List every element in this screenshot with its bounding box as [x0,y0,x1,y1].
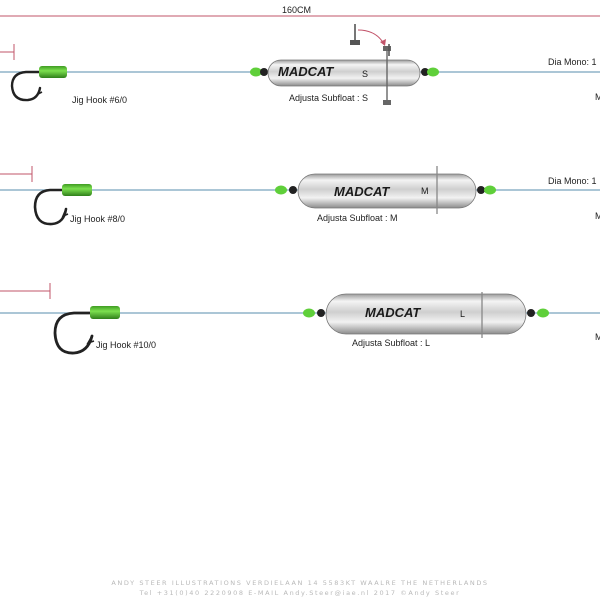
rig-2-hook-barb [61,208,69,218]
rig-1-float-adjuster-foot [383,100,391,105]
rig-3-mono-trail: M [595,332,600,342]
rig-1-bead-right-2 [427,67,439,77]
rig-2-hook-sleeve [62,184,92,196]
rig-1-mono-label: Dia Mono: 1 [548,57,597,67]
rig-3: MADCAT L [0,283,600,355]
rig-1-float-label: Adjusta Subfloat : S [289,93,369,103]
rig-2-mono-label: Dia Mono: 1 [548,176,597,186]
rig-2-mono-trail: M [595,211,600,221]
rig-1-bead-right [421,68,429,76]
rig-1-arrow-head [380,39,386,46]
rig-1-bead-left-2 [260,68,268,76]
rig-1-hook-label: Jig Hook #6/0 [72,95,128,105]
rig-3-hook-icon [53,311,96,355]
rig-3-hook-barb [86,335,95,345]
rig-2-float-brand: MADCAT [334,184,390,199]
rig-2-float-size-mark: M [421,186,429,196]
rig-3-float-label: Adjusta Subfloat : L [352,338,431,348]
rig-3-bead-right [527,309,535,317]
rig-1-bead-left [250,67,262,77]
rig-2-hook-label: Jig Hook #8/0 [70,214,126,224]
rig-2-bead-right [477,186,485,194]
rig-1-pin-head [350,40,360,45]
rig-1-hook-icon [10,70,42,102]
rig-1-float [267,59,421,87]
rig-3-bead-left [303,308,315,318]
rig-1-hook-barb [36,87,43,96]
dimension-label: 160CM [282,5,312,15]
rig-2-bead-right-2 [484,185,496,195]
rig-1-arrow-icon [357,29,385,45]
rig-3-float-brand: MADCAT [365,305,421,320]
rig-2: MADCAT M [0,166,600,226]
rig-1-float-brand: MADCAT [278,64,334,79]
rig-3-float-size-mark: L [460,309,465,319]
footer-contact: Tel +31(0)40 2220908 E-MAIL Andy.Steer@i… [139,589,461,597]
rig-3-bead-left-2 [317,309,325,317]
rig-1: MADCAT S [0,24,600,105]
rig-2-hook-icon [33,188,68,226]
rig-2-float-label: Adjusta Subfloat : M [317,213,398,223]
rig-2-bead-left [275,185,287,195]
rig-3-hook-sleeve [90,306,120,319]
rig-1-float-size-mark: S [362,69,368,79]
rig-3-float [325,293,527,335]
rig-1-hook-sleeve [39,66,67,78]
footer-address: ANDY STEER ILLUSTRATIONS VERDIELAAN 14 5… [111,579,489,587]
rig-1-float-adjuster-cap [383,46,391,51]
rig-3-bead-right-2 [537,308,549,318]
rig-2-float [297,173,477,209]
rig-1-mono-trail: M [595,92,600,102]
rig-2-bead-left-2 [289,186,297,194]
rig-3-hook-label: Jig Hook #10/0 [96,340,157,350]
